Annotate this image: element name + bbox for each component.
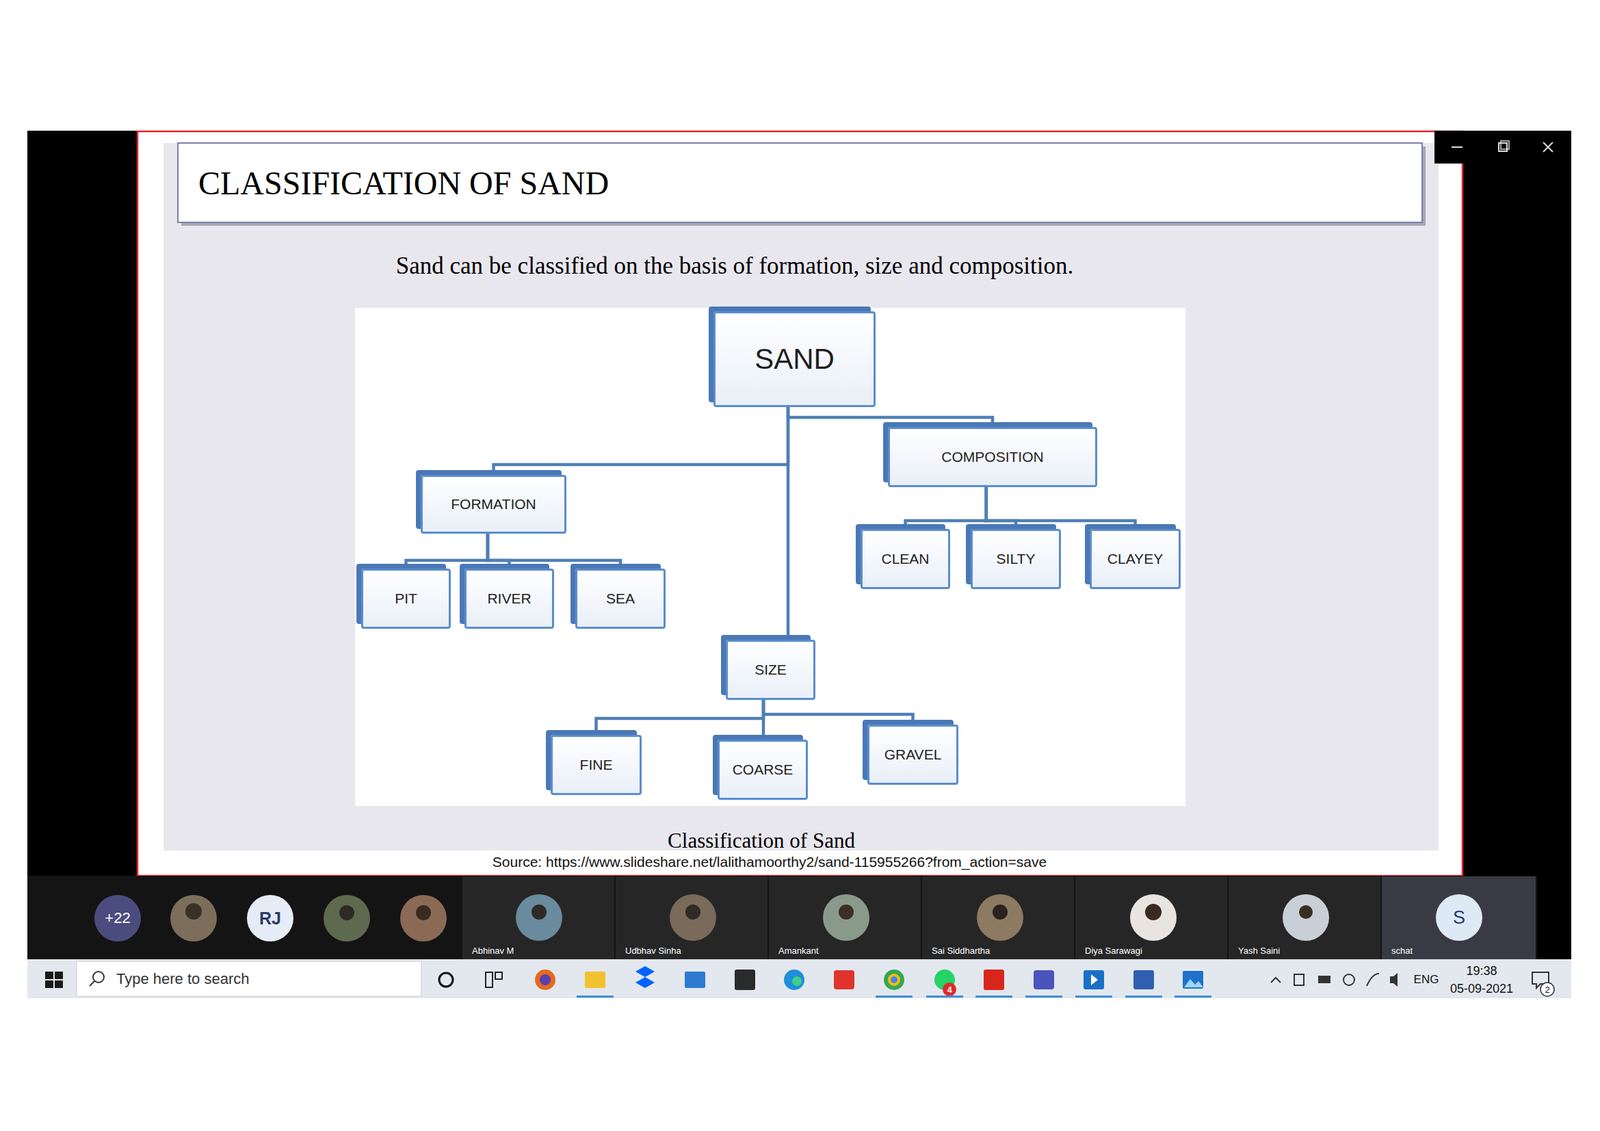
box-label: COARSE [732,761,794,778]
tree-connector [493,407,789,475]
classification-box: FINE [550,734,642,795]
classification-box: COMPOSITION [887,426,1098,488]
tree-connector [905,487,987,529]
figure-caption: Classification of Sand [667,828,856,854]
tree-connector [487,533,621,569]
participant-name: Udbhav Sinha [625,945,682,956]
participant-name: Sai Siddhartha [931,945,990,956]
participant-count: +22 [104,909,130,927]
tree-connector [786,407,791,640]
classification-box: GRAVEL [867,724,959,785]
box-label: SAND [754,342,835,376]
box-label: SIZE [754,661,787,678]
box-label: COMPOSITION [941,448,1044,466]
classification-box: CLAYEY [1089,528,1181,589]
classification-box: FORMATION [420,474,567,534]
classification-box: SEA [575,568,666,629]
box-label: CLAYEY [1107,550,1163,568]
avatar-initials: S [1452,907,1466,929]
participant-name: Abhinav M [471,945,514,956]
box-label: SEA [606,590,635,607]
clock-time: 19:38 [1465,963,1497,979]
tree-connector [487,533,510,569]
classification-box: PIT [361,568,451,629]
box-label: FORMATION [450,495,536,513]
tree-connector [763,699,913,725]
tree-connector [596,699,765,735]
box-label: FINE [580,756,613,773]
tree-connector [788,407,993,427]
tree-connector [986,487,1136,529]
box-label: CLEAN [881,550,929,568]
participant-name: Yash Saini [1238,945,1280,956]
classification-box: RIVER [464,568,555,629]
notification-badge: 2 [1544,984,1550,995]
box-label: RIVER [487,590,531,607]
language-indicator: ENG [1413,972,1440,987]
classification-box: SIZE [725,639,816,700]
box-label: GRAVEL [884,746,942,763]
classification-box: SAND [713,311,876,408]
classification-box: COARSE [717,739,808,800]
avatar-initials: RJ [259,908,282,929]
classification-box: CLEAN [860,528,951,589]
clock-date: 05-09-2021 [1450,981,1514,996]
classification-box: SILTY [970,528,1061,589]
slide-subtitle: Sand can be classified on the basis of f… [396,252,1074,280]
source-note: Source: https://www.slideshare.net/lalit… [492,853,1047,871]
participant-name: Amankant [778,945,819,956]
search-placeholder: Type here to search [116,969,249,988]
participant-name: Diya Sarawagi [1084,945,1143,956]
tree-connector [406,533,488,569]
participant-name: schat [1391,945,1413,956]
notification-badge: 4 [946,984,952,995]
box-label: SILTY [996,550,1036,568]
box-label: PIT [394,590,418,607]
slide-title: CLASSIFICATION OF SAND [198,164,609,202]
tree-connector [986,487,1016,529]
